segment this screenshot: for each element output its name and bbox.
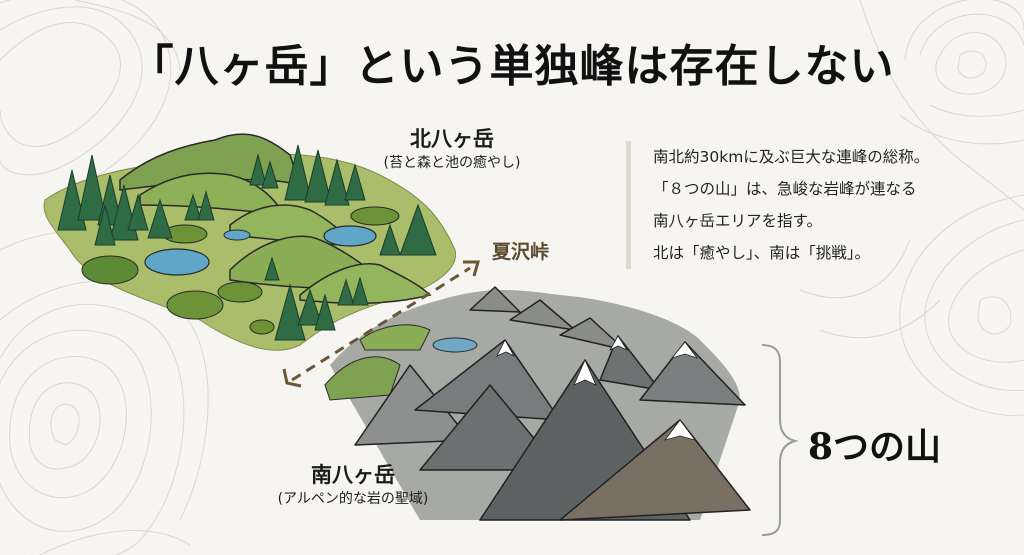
page-title: 「八ヶ岳」という単独峰は存在しない [129, 41, 895, 92]
south-yatsugatake-peaks-icon [324, 286, 751, 521]
north-subtitle: (苔と森と池の癒やし) [383, 155, 521, 171]
north-name: 北八ヶ岳 [410, 127, 494, 151]
description-line: 南北約30kmに及ぶ巨大な連峰の総称。 [653, 148, 930, 166]
description-line: 南八ヶ岳エリアを指す。 [653, 212, 822, 230]
south-name: 南八ヶ岳 [311, 463, 395, 487]
south-subtitle: (アルペン的な岩の聖域) [277, 491, 429, 507]
natsuzawa-pass-label: 夏沢峠 [492, 241, 550, 263]
pass-double-arrow-icon [282, 260, 480, 388]
eight-mountains-label: 8つの山 [808, 426, 942, 468]
description-line: 「８つの山」は、急峻な岩峰が連なる [653, 180, 917, 198]
north-yatsugatake-landscape-icon [43, 133, 456, 351]
north-yatsugatake-label: 北八ヶ岳 (苔と森と池の癒やし) [352, 126, 552, 173]
description-block: 南北約30kmに及ぶ巨大な連峰の総称。 「８つの山」は、急峻な岩峰が連なる 南八… [626, 141, 929, 269]
description-line: 北は「癒やし」、南は「挑戦」。 [653, 244, 871, 262]
curly-bracket-icon [761, 344, 799, 536]
south-yatsugatake-label: 南八ヶ岳 (アルペン的な岩の聖域) [248, 462, 458, 509]
